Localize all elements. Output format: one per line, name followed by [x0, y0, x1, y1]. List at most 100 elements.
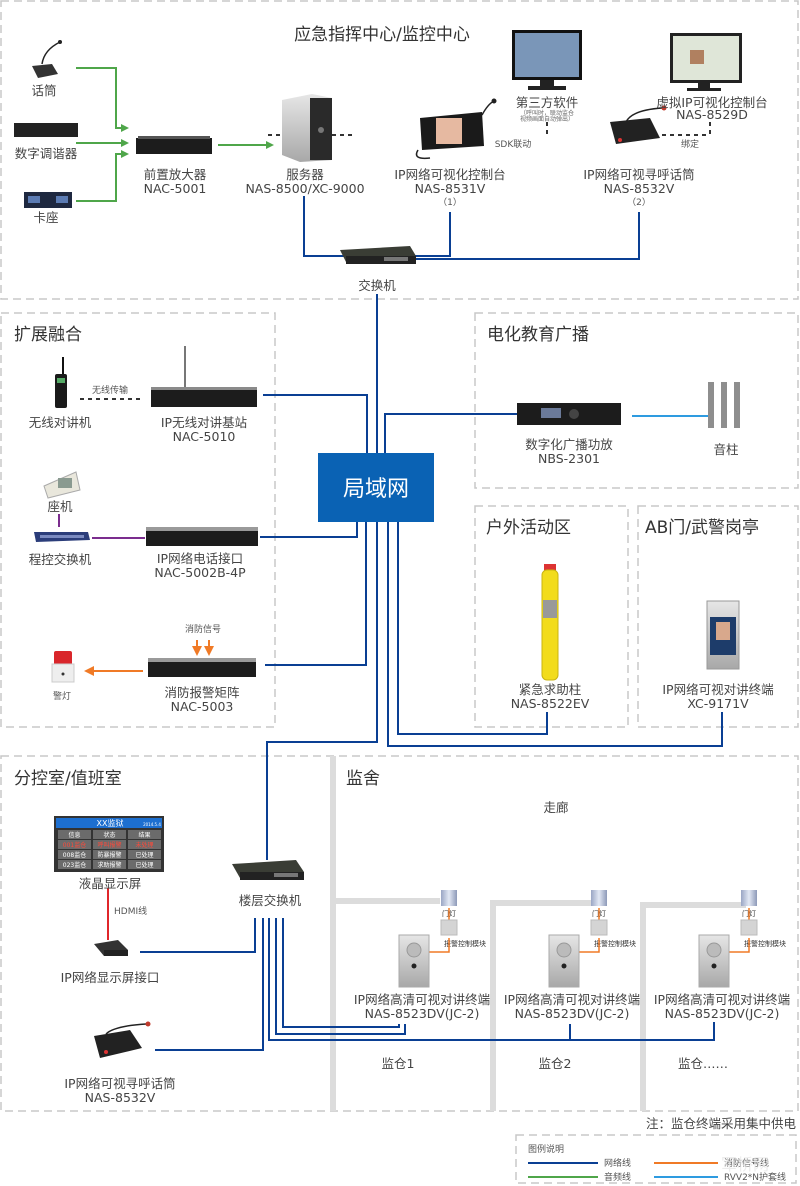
microphone-icon [32, 40, 62, 78]
lcd-cell [58, 840, 91, 849]
lcd-cell-text: 未处理 [135, 841, 153, 849]
alarm-module-label: 报警控制模块 [744, 939, 786, 948]
tuner-icon [14, 123, 78, 137]
switch-label: 交换机 [358, 278, 396, 293]
phone-interface-label: IP网络电话接口 [157, 551, 243, 566]
lan-box [318, 453, 434, 522]
wireless-label: 无线传输 [92, 384, 128, 396]
cell-terminal-label: IP网络高清可视对讲终端 [354, 992, 490, 1007]
mic-label: 话筒 [31, 83, 56, 98]
pbx-switch-icon [34, 532, 90, 542]
lcd-cell [93, 850, 126, 859]
amp-label: 数字化广播功放 [525, 437, 613, 452]
zone-gate [637, 505, 799, 728]
lcd-cell-text: 023监仓 [63, 861, 86, 869]
legend-rvv-label: RVV2*N护套线 [724, 1171, 786, 1183]
door-light-icon [441, 890, 457, 906]
display-interface-label: IP网络显示屏接口 [61, 970, 160, 985]
walkie-talkie-icon [55, 357, 67, 408]
base-station-icon [151, 346, 257, 407]
cell-unit: 门灯报警控制模块IP网络高清可视对讲终端NAS-8523DV(JC-2)监仓2 [504, 890, 640, 1071]
zone-duty-and-cells [0, 755, 799, 1112]
duty-paging-mic-label: IP网络可视寻呼话筒 [64, 1076, 175, 1091]
zone-broadcast [474, 312, 799, 489]
floor-switch-icon [232, 860, 304, 880]
lcd-cell-text: 008监仓 [63, 851, 86, 859]
alarm-module-icon [740, 919, 758, 936]
lcd-cell [128, 840, 161, 849]
lcd-table: 信息状态结果001监仓呼叫报警未处理008监仓防暴报警已处理023监仓求助报警已… [58, 830, 161, 869]
cell-terminal-model: NAS-8523DV(JC-2) [365, 1006, 480, 1021]
alarm-module-icon [440, 919, 458, 936]
server-icon [282, 94, 332, 162]
zone-outdoor [474, 505, 629, 728]
floor-switch-label: 楼层交换机 [239, 893, 302, 908]
third-party-note-2: 视频画面自动弹出） [520, 115, 574, 123]
third-party-note-1: （呼叫时，联动监仓 [520, 109, 574, 117]
base-station-label: IP无线对讲基站 [161, 415, 247, 430]
desk-phone-icon [43, 471, 81, 499]
fire-signal-label: 消防信号 [185, 623, 221, 635]
cell-name-label: 监仓…… [678, 1056, 728, 1071]
watermark: 军桥网 [721, 1155, 769, 1174]
legend-fire-label: 消防信号线 [724, 1157, 769, 1169]
tuner-label: 数字调谐器 [15, 146, 78, 161]
duty-room-title: 分控室/值班室 [14, 769, 122, 789]
lcd-cell-text: 防暴报警 [97, 851, 121, 859]
paging-mic-index: （2） [627, 197, 651, 208]
fire-matrix-icon [148, 658, 256, 677]
lcd-label: 液晶显示屏 [79, 876, 142, 891]
sos-pillar-label: 紧急求助柱 [519, 682, 582, 697]
lcd-cell-text: 呼叫报警 [97, 841, 121, 849]
preamp-model: NAC-5001 [144, 181, 207, 196]
switch-icon [340, 246, 416, 264]
cell-terminal-label: IP网络高清可视对讲终端 [654, 992, 790, 1007]
base-station-model: NAC-5010 [173, 429, 236, 444]
gate-title: AB门/武警岗亭 [645, 518, 759, 538]
alarm-light-label: 警灯 [53, 690, 71, 702]
lcd-cell-text: 求助报警 [97, 861, 121, 869]
cell-unit: 门灯报警控制模块IP网络高清可视对讲终端NAS-8523DV(JC-2)监仓…… [654, 890, 790, 1071]
gate-terminal-model: XC-9171V [687, 696, 749, 711]
cell-name-label: 监仓1 [382, 1056, 415, 1071]
alarm-module-icon [590, 919, 608, 936]
lcd-cell [58, 850, 91, 859]
command-center-title: 应急指挥中心/监控中心 [294, 25, 470, 45]
cell-terminal-model: NAS-8523DV(JC-2) [665, 1006, 780, 1021]
third-party-label: 第三方软件 [516, 95, 579, 110]
preamp-label: 前置放大器 [144, 167, 207, 182]
fire-matrix-label: 消防报警矩阵 [164, 685, 240, 700]
outdoor-title: 户外活动区 [486, 518, 571, 538]
lcd-cell [58, 860, 91, 869]
lcd-cell-text: 信息 [68, 831, 80, 839]
virtual-monitor-icon [670, 33, 742, 91]
cell-walls [330, 756, 746, 1111]
alarm-module-label: 报警控制模块 [444, 939, 486, 948]
duty-paging-mic-model: NAS-8532V [85, 1090, 156, 1105]
amp-model: NBS-2301 [538, 451, 600, 466]
paging-mic-model: NAS-8532V [604, 181, 675, 196]
lcd-cell-text: 已处理 [135, 861, 153, 869]
bind-label: 绑定 [681, 138, 699, 150]
sos-pillar-model: NAS-8522EV [511, 696, 590, 711]
legend-box [515, 1134, 797, 1184]
phone-interface-icon [146, 527, 258, 546]
lcd-cell [128, 830, 161, 839]
lcd-cell [93, 860, 126, 869]
column-speaker-label: 音柱 [713, 442, 738, 457]
lcd-cell-text: 结果 [138, 831, 150, 839]
virtual-console-label: 虚拟IP可视化控制台 [656, 95, 767, 110]
paging-mic-label: IP网络可视寻呼话筒 [583, 167, 694, 182]
lcd-cell-text: 001监仓 [63, 841, 86, 849]
cell-name-label: 监仓2 [539, 1056, 572, 1071]
cell-terminal-model: NAS-8523DV(JC-2) [515, 1006, 630, 1021]
alarm-module-label: 报警控制模块 [594, 939, 636, 948]
zone-command-center [0, 0, 799, 300]
gate-intercom-icon [706, 600, 740, 670]
preamp-icon [136, 136, 212, 154]
cell-terminal-label: IP网络高清可视对讲终端 [504, 992, 640, 1007]
power-note: 注：监仓终端采用集中供电 [646, 1116, 797, 1131]
cassette-deck-icon [24, 192, 72, 208]
legend-audio-label: 音频线 [604, 1171, 631, 1183]
